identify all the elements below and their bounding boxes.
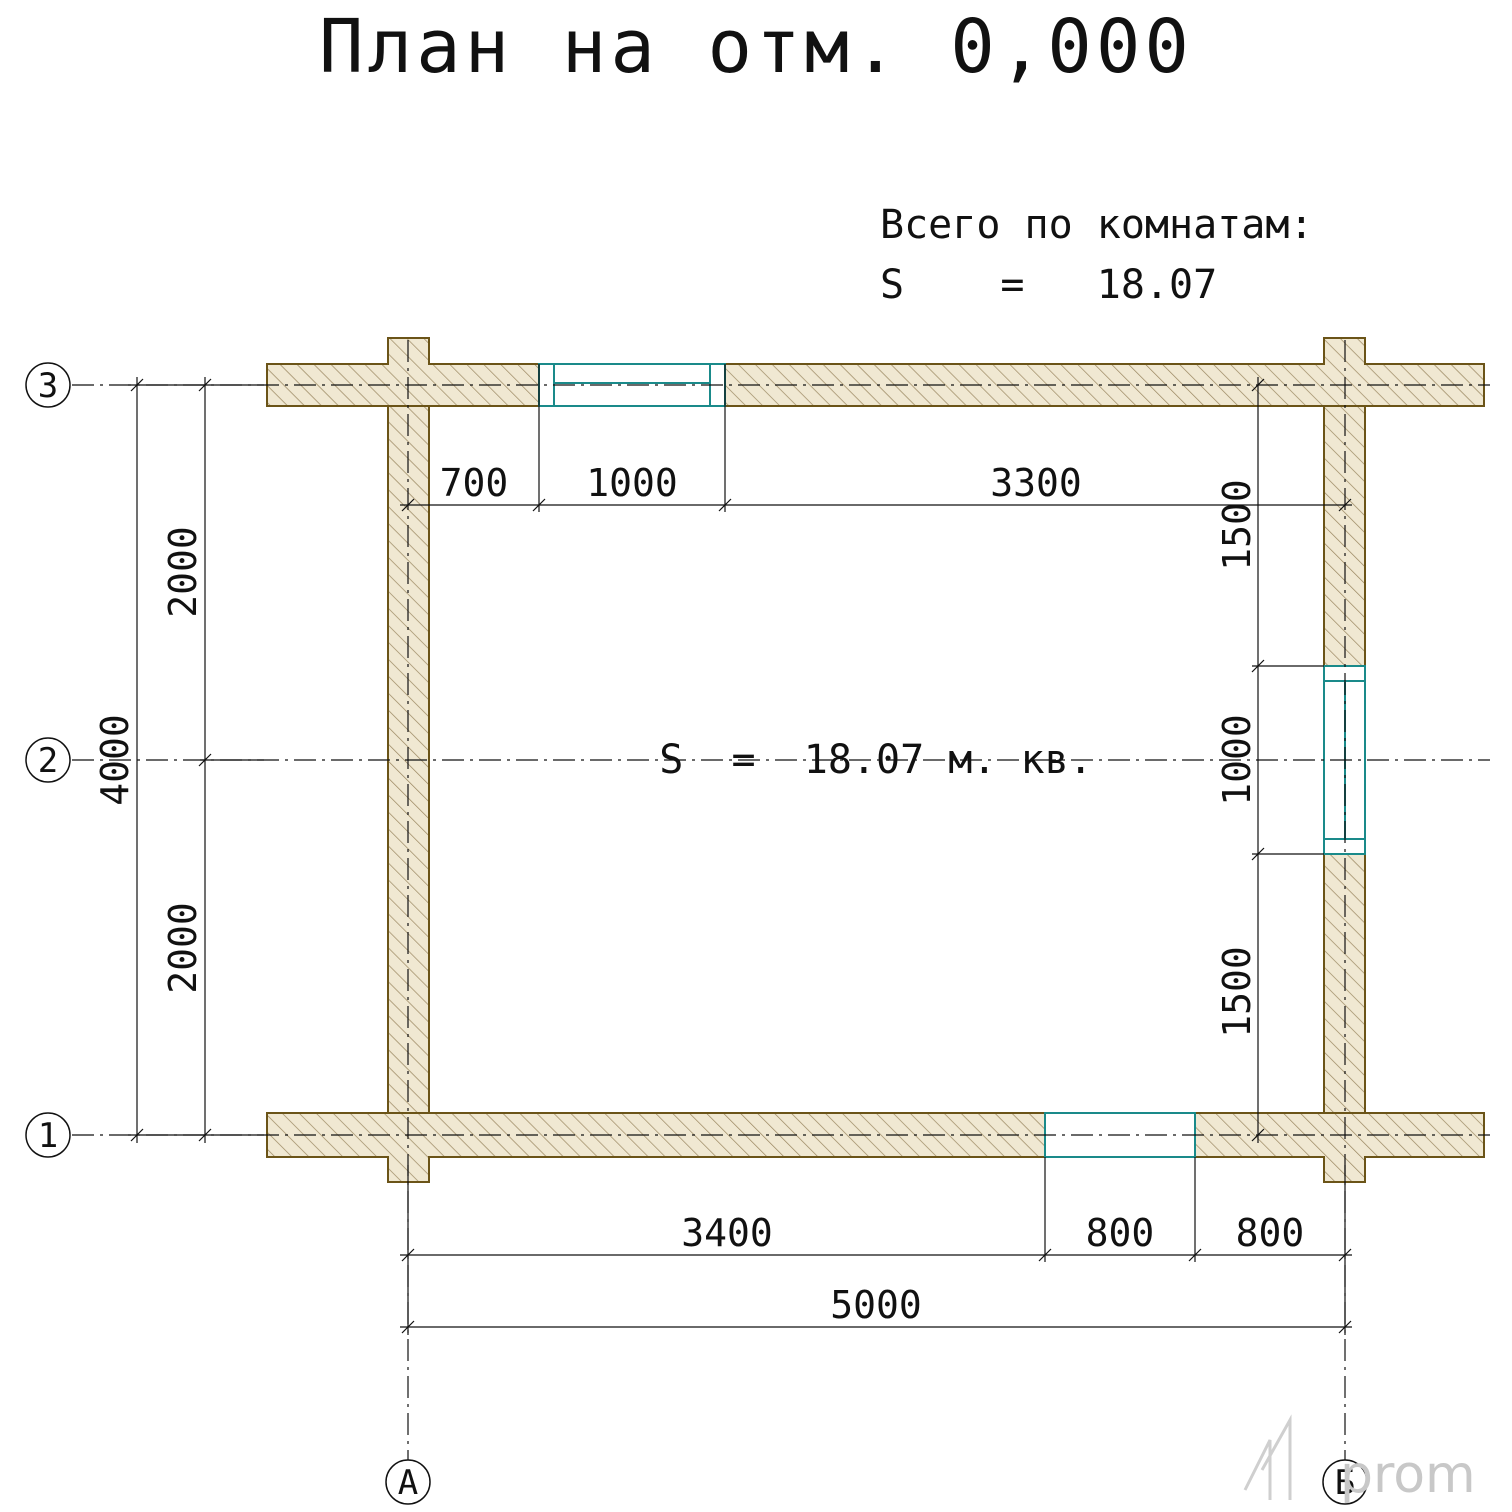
dim-left-2000-upper: 2000 [161, 526, 205, 618]
dim-bottom-800b: 800 [1236, 1211, 1305, 1255]
dim-right-1000: 1000 [1215, 714, 1259, 806]
axis-label-2: 2 [38, 741, 58, 781]
axis-label-1: 1 [38, 1116, 58, 1156]
axis-markers [25, 362, 1368, 1505]
dim-right-1500-lower: 1500 [1215, 946, 1259, 1038]
watermark-text: prom [1340, 1445, 1476, 1505]
axis-bubble-b [1322, 1459, 1368, 1505]
dim-bottom-800a: 800 [1086, 1211, 1155, 1255]
axis-bubble-a [385, 1459, 431, 1505]
dim-left-4000: 4000 [93, 714, 137, 806]
watermark-mark-icon [1243, 1414, 1292, 1500]
axis-lines [72, 340, 1490, 1462]
dim-bottom-5000: 5000 [830, 1283, 922, 1327]
dim-top-700: 700 [440, 461, 509, 505]
dim-right-1500-upper: 1500 [1215, 479, 1259, 571]
watermark-logo: prom [1243, 1414, 1476, 1505]
summary-caption: Всего по комнатам: [880, 202, 1313, 248]
dim-top-1000: 1000 [586, 461, 678, 505]
plan-title: План на отм. 0,000 [319, 4, 1193, 90]
dimension-lines [128, 364, 1352, 1335]
axis-label-3: 3 [38, 366, 58, 406]
axis-label-a: А [398, 1463, 418, 1503]
axis-bubble-1 [25, 1112, 71, 1158]
wall-bottom [266, 1112, 1485, 1183]
dim-top-3300: 3300 [990, 461, 1082, 505]
dim-bottom-3400: 3400 [681, 1211, 773, 1255]
dim-left-2000-lower: 2000 [161, 902, 205, 994]
axis-bubble-2 [25, 737, 71, 783]
room-area-label: S = 18.07 м. кв. [659, 737, 1092, 783]
summary-area: S = 18.07 [880, 262, 1217, 308]
wall-top [266, 337, 1485, 407]
axis-bubble-3 [25, 362, 71, 408]
axis-label-b: Б [1335, 1463, 1355, 1503]
